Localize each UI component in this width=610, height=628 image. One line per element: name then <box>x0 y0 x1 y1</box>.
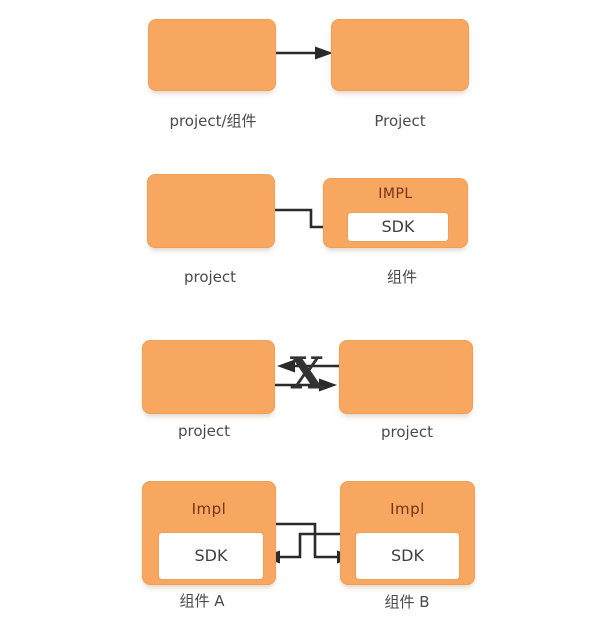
node-project-right-row3 <box>339 340 473 414</box>
node-project-left-row3 <box>142 340 275 414</box>
caption-project-or-component: project/组件 <box>169 112 257 130</box>
caption-component-b: 组件 B <box>384 593 430 611</box>
caption-project-row2: project <box>183 268 237 286</box>
node-project-or-component <box>148 19 276 91</box>
node-component-b: Impl SDK <box>340 481 475 585</box>
sdk-inner-box-component-a: SDK <box>159 533 263 579</box>
impl-title-component-b: Impl <box>390 500 425 518</box>
caption-component-a: 组件 A <box>179 592 225 610</box>
caption-project-right-row3: project <box>380 423 434 441</box>
sdk-inner-box-component-b: SDK <box>356 533 459 579</box>
impl-title-row2: IMPL <box>378 186 413 202</box>
sdk-inner-box-row2: SDK <box>348 213 448 241</box>
node-component-impl: IMPL SDK <box>323 178 468 248</box>
node-project-row1 <box>331 19 469 91</box>
node-project-row2 <box>147 174 275 248</box>
caption-project-left-row3: project <box>177 422 231 440</box>
node-component-a: Impl SDK <box>142 481 276 585</box>
caption-project-row1: Project <box>374 112 426 130</box>
impl-title-component-a: Impl <box>191 500 227 518</box>
row1-arrow-right-connector <box>276 46 333 60</box>
forbidden-cross-mark: X <box>289 348 325 400</box>
caption-component-row2: 组件 <box>386 268 418 286</box>
